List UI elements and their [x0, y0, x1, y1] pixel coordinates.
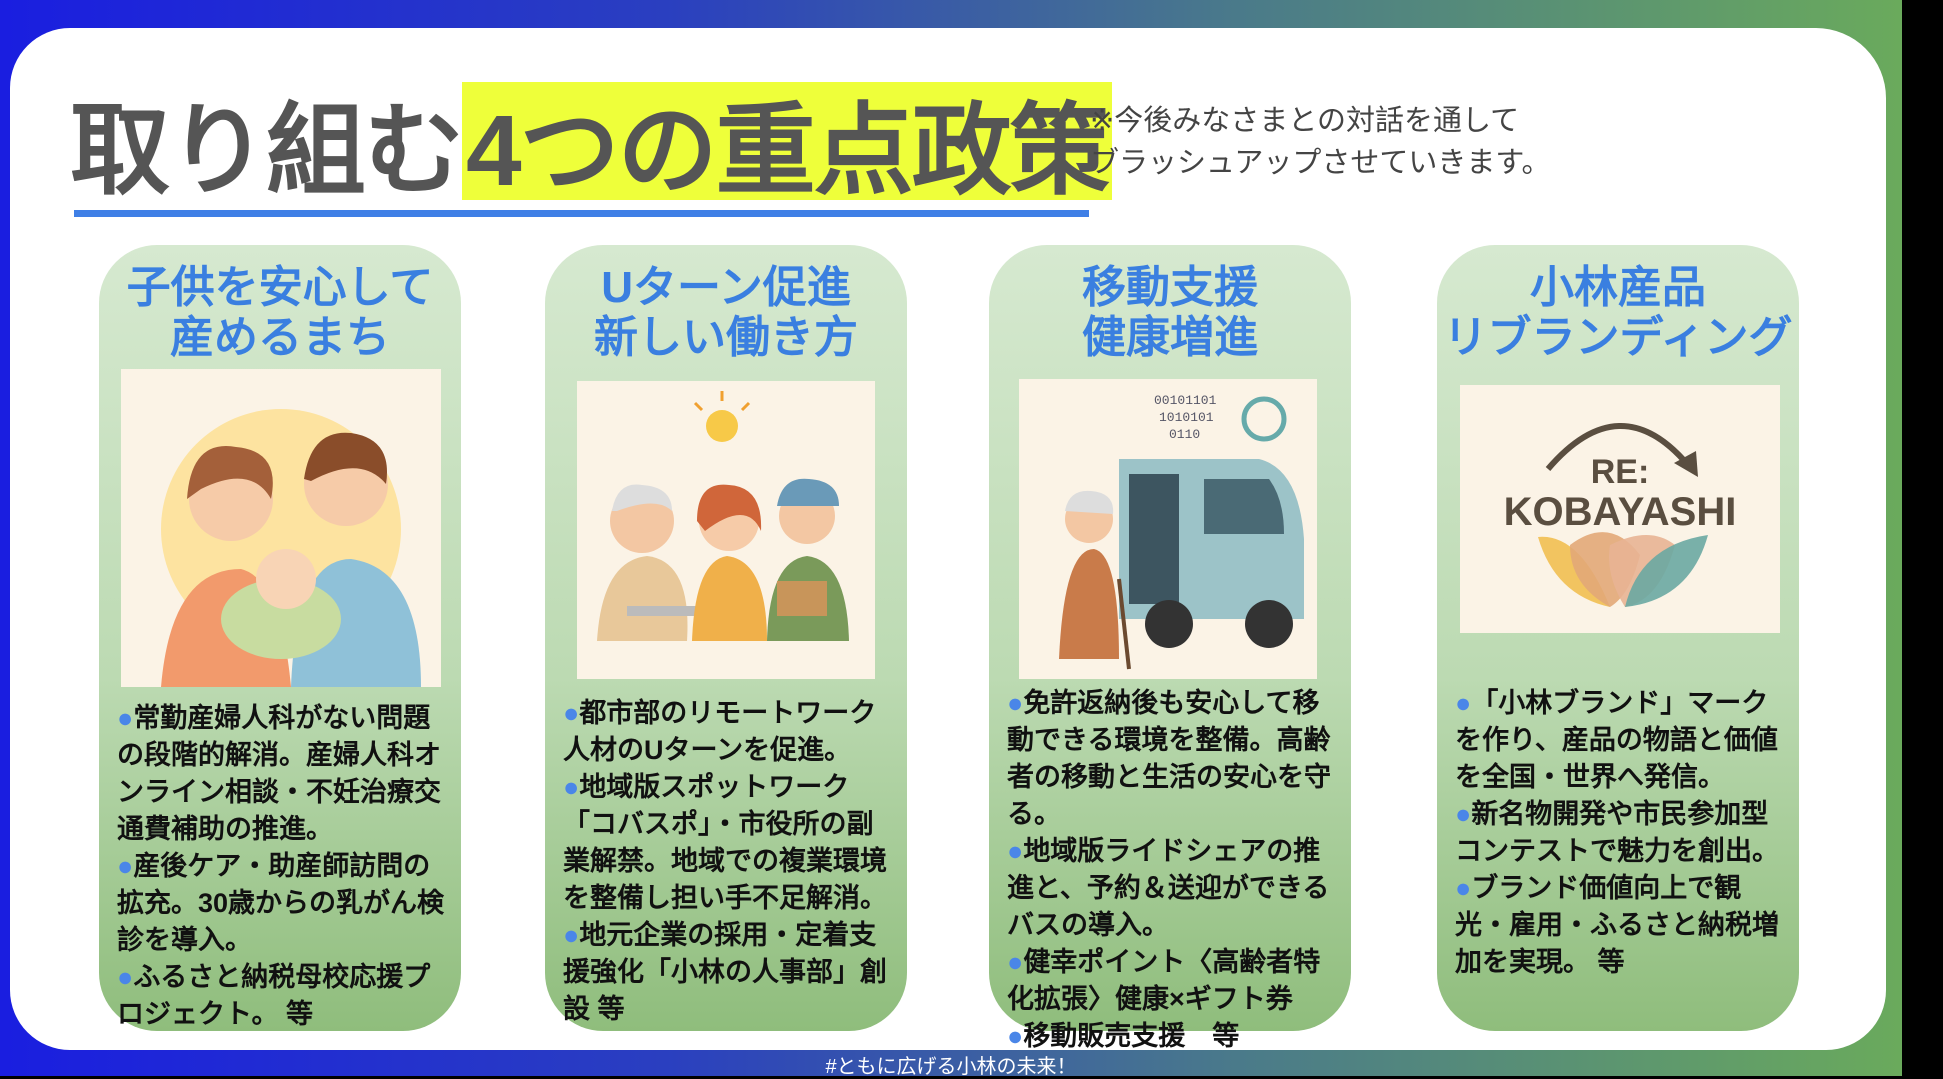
policy-text: 健幸ポイント〈高齢者特化拡張〉健康×ギフト券 [1007, 947, 1321, 1014]
policy-card-u-turn: Uターン促進 新しい働き方 ●都市部のリモートワーク人材のUターンを促進。 ●地… [545, 245, 907, 1031]
policy-item: ●地域版ライドシェアの推進と、予約＆送迎ができるバスの導入。 [1007, 833, 1341, 944]
re-kobayashi-logo: RE: KOBAYASHI [1460, 385, 1780, 633]
bus-illustration: 00101101 1010101 0110 [1019, 379, 1317, 679]
title-highlight: 4つの重点政策 [462, 82, 1112, 207]
note-line: ※今後みなさまとの対話を通して [1090, 105, 1520, 137]
policy-text: 産後ケア・助産師訪問の拡充。30歳からの乳がん検診を導入。 [117, 851, 445, 955]
policy-item: ●都市部のリモートワーク人材のUターンを促進。 [563, 695, 897, 769]
policy-text: 「小林ブランド」マークを作り、産品の物語と価値を全国・世界へ発信。 [1455, 688, 1778, 792]
card-body: ●都市部のリモートワーク人材のUターンを促進。 ●地域版スポットワーク「コバスポ… [563, 695, 897, 1028]
card-title: 移動支援 健康増進 [989, 263, 1351, 363]
binary-text: 1010101 [1159, 410, 1214, 425]
policy-item: ●産後ケア・助産師訪問の拡充。30歳からの乳がん検診を導入。 [117, 848, 451, 959]
family-illustration [121, 369, 441, 687]
bullet-icon: ● [563, 772, 580, 802]
bullet-icon: ● [1007, 688, 1024, 718]
policy-card-mobility: 移動支援 健康増進 00101101 1010101 0110 ●免許返納後も安… [989, 245, 1351, 1051]
bullet-icon: ● [1007, 836, 1024, 866]
bullet-icon: ● [1007, 1021, 1024, 1051]
policy-text: ブランド価値向上で観光・雇用・ふるさと納税増加を実現。 等 [1455, 873, 1779, 977]
policy-card-childbirth: 子供を安心して 産めるまち ●常勤産婦人科がない問題の段階的解消。産婦人科オンラ… [99, 245, 461, 1031]
bullet-icon: ● [563, 698, 580, 728]
binary-text: 0110 [1169, 427, 1200, 442]
card-title-line: 新しい働き方 [594, 313, 858, 362]
policy-item: ●常勤産婦人科がない問題の段階的解消。産婦人科オンライン相談・不妊治療交通費補助… [117, 700, 451, 848]
card-title-line: 子供を安心して [126, 263, 434, 312]
bullet-icon: ● [563, 920, 580, 950]
policy-text: 常勤産婦人科がない問題の段階的解消。産婦人科オンライン相談・不妊治療交通費補助の… [117, 703, 441, 844]
bullet-icon: ● [1007, 947, 1024, 977]
card-body: ●免許返納後も安心して移動できる環境を整備。高齢者の移動と生活の安心を守る。 ●… [1007, 685, 1341, 1055]
bullet-icon: ● [1455, 873, 1472, 903]
card-title: 小林産品 リブランディング [1437, 263, 1799, 363]
workers-illustration [577, 381, 875, 679]
page-title: 取り組む 4つの重点政策 [70, 82, 1112, 207]
policy-item: ●ブランド価値向上で観光・雇用・ふるさと納税増加を実現。 等 [1455, 870, 1789, 981]
card-title-line: Uターン促進 [601, 263, 851, 312]
logo-text: KOBAYASHI [1504, 490, 1737, 534]
logo-text: RE: [1591, 453, 1650, 491]
title-note: ※今後みなさまとの対話を通して ブラッシュアップさせていきます。 [1090, 100, 1551, 184]
binary-text: 00101101 [1154, 393, 1217, 408]
policy-item: ●新名物開発や市民参加型コンテストで魅力を創出。 [1455, 796, 1789, 870]
footer-hashtag: #ともに広げる小林の未来！ [825, 1056, 1077, 1078]
policy-text: 都市部のリモートワーク人材のUターンを促進。 [563, 698, 877, 765]
card-title-line: 産めるまち [170, 313, 390, 362]
policy-text: 地域版ライドシェアの推進と、予約＆送迎ができるバスの導入。 [1007, 836, 1330, 940]
policy-text: 免許返納後も安心して移動できる環境を整備。高齢者の移動と生活の安心を守る。 [1007, 688, 1331, 829]
note-line: ブラッシュアップさせていきます。 [1090, 147, 1551, 179]
card-title-line: 移動支援 [1082, 263, 1258, 312]
policy-item: ●移動販売支援 等 [1007, 1018, 1341, 1055]
policy-text: 地域版スポットワーク「コバスポ」・市役所の副業解禁。地域での複業環境を整備し担い… [563, 772, 887, 913]
card-title: 子供を安心して 産めるまち [99, 263, 461, 363]
bullet-icon: ● [1455, 799, 1472, 829]
policy-item: ●地域版スポットワーク「コバスポ」・市役所の副業解禁。地域での複業環境を整備し担… [563, 769, 897, 917]
policy-text: ふるさと納税母校応援プロジェクト。 等 [117, 962, 431, 1029]
card-title-line: 小林産品 [1530, 263, 1706, 312]
policy-card-rebranding: 小林産品 リブランディング RE: KOBAYASHI ●「小林ブランド」マーク… [1437, 245, 1799, 1031]
policy-text: 地元企業の採用・定着支援強化「小林の人事部」創設 等 [563, 920, 887, 1024]
card-body: ●常勤産婦人科がない問題の段階的解消。産婦人科オンライン相談・不妊治療交通費補助… [117, 700, 451, 1033]
policy-item: ●地元企業の採用・定着支援強化「小林の人事部」創設 等 [563, 917, 897, 1028]
title-underline [74, 210, 1089, 217]
policy-text: 移動販売支援 等 [1023, 1021, 1240, 1051]
bullet-icon: ● [117, 962, 134, 992]
policy-item: ●免許返納後も安心して移動できる環境を整備。高齢者の移動と生活の安心を守る。 [1007, 685, 1341, 833]
policy-item: ●健幸ポイント〈高齢者特化拡張〉健康×ギフト券 [1007, 944, 1341, 1018]
policy-text: 新名物開発や市民参加型コンテストで魅力を創出。 [1455, 799, 1779, 866]
card-body: ●「小林ブランド」マークを作り、産品の物語と価値を全国・世界へ発信。 ●新名物開… [1455, 685, 1789, 981]
bullet-icon: ● [117, 851, 134, 881]
card-title-line: リブランディング [1443, 313, 1793, 362]
bullet-icon: ● [117, 703, 134, 733]
title-plain: 取り組む [70, 94, 464, 207]
policy-item: ●ふるさと納税母校応援プロジェクト。 等 [117, 959, 451, 1033]
card-title: Uターン促進 新しい働き方 [545, 263, 907, 363]
card-title-line: 健康増進 [1082, 313, 1258, 362]
bullet-icon: ● [1455, 688, 1472, 718]
policy-item: ●「小林ブランド」マークを作り、産品の物語と価値を全国・世界へ発信。 [1455, 685, 1789, 796]
